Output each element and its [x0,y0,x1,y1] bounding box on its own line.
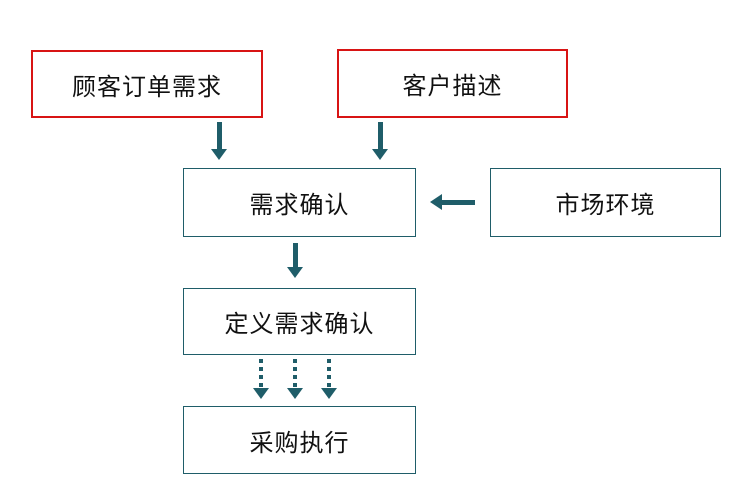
node-demand-confirmation: 需求确认 [183,168,416,237]
node-procurement-execution-label: 采购执行 [249,428,350,457]
arrowhead-down-icon [211,149,227,160]
node-customer-description-label: 客户描述 [402,72,503,100]
arrowhead-left-icon [430,194,442,210]
node-demand-confirmation-label: 需求确认 [249,191,350,219]
arrowhead-down-icon [372,149,388,160]
node-market-environment-label: 市场环境 [555,191,656,219]
arrow-stem [378,122,383,150]
arrowhead-down-icon [287,267,303,278]
node-define-demand-confirmation: 定义需求确认 [183,288,416,355]
arrow-stem [293,243,298,268]
node-customer-order-demand-label: 顾客订单需求 [72,72,222,101]
arrowhead-down-icon [253,388,269,399]
arrowhead-down-icon [321,388,337,399]
node-define-demand-confirmation-label: 定义需求确认 [224,310,375,338]
dotted-arrow-stem [327,359,331,388]
arrow-stem [441,200,475,205]
node-procurement-execution: 采购执行 [183,406,416,474]
dotted-arrow-stem [293,359,297,388]
node-customer-description: 客户描述 [337,49,568,118]
arrow-stem [217,122,222,150]
node-market-environment: 市场环境 [490,168,721,237]
node-customer-order-demand: 顾客订单需求 [31,50,263,118]
dotted-arrow-stem [259,359,263,388]
arrowhead-down-icon [287,388,303,399]
